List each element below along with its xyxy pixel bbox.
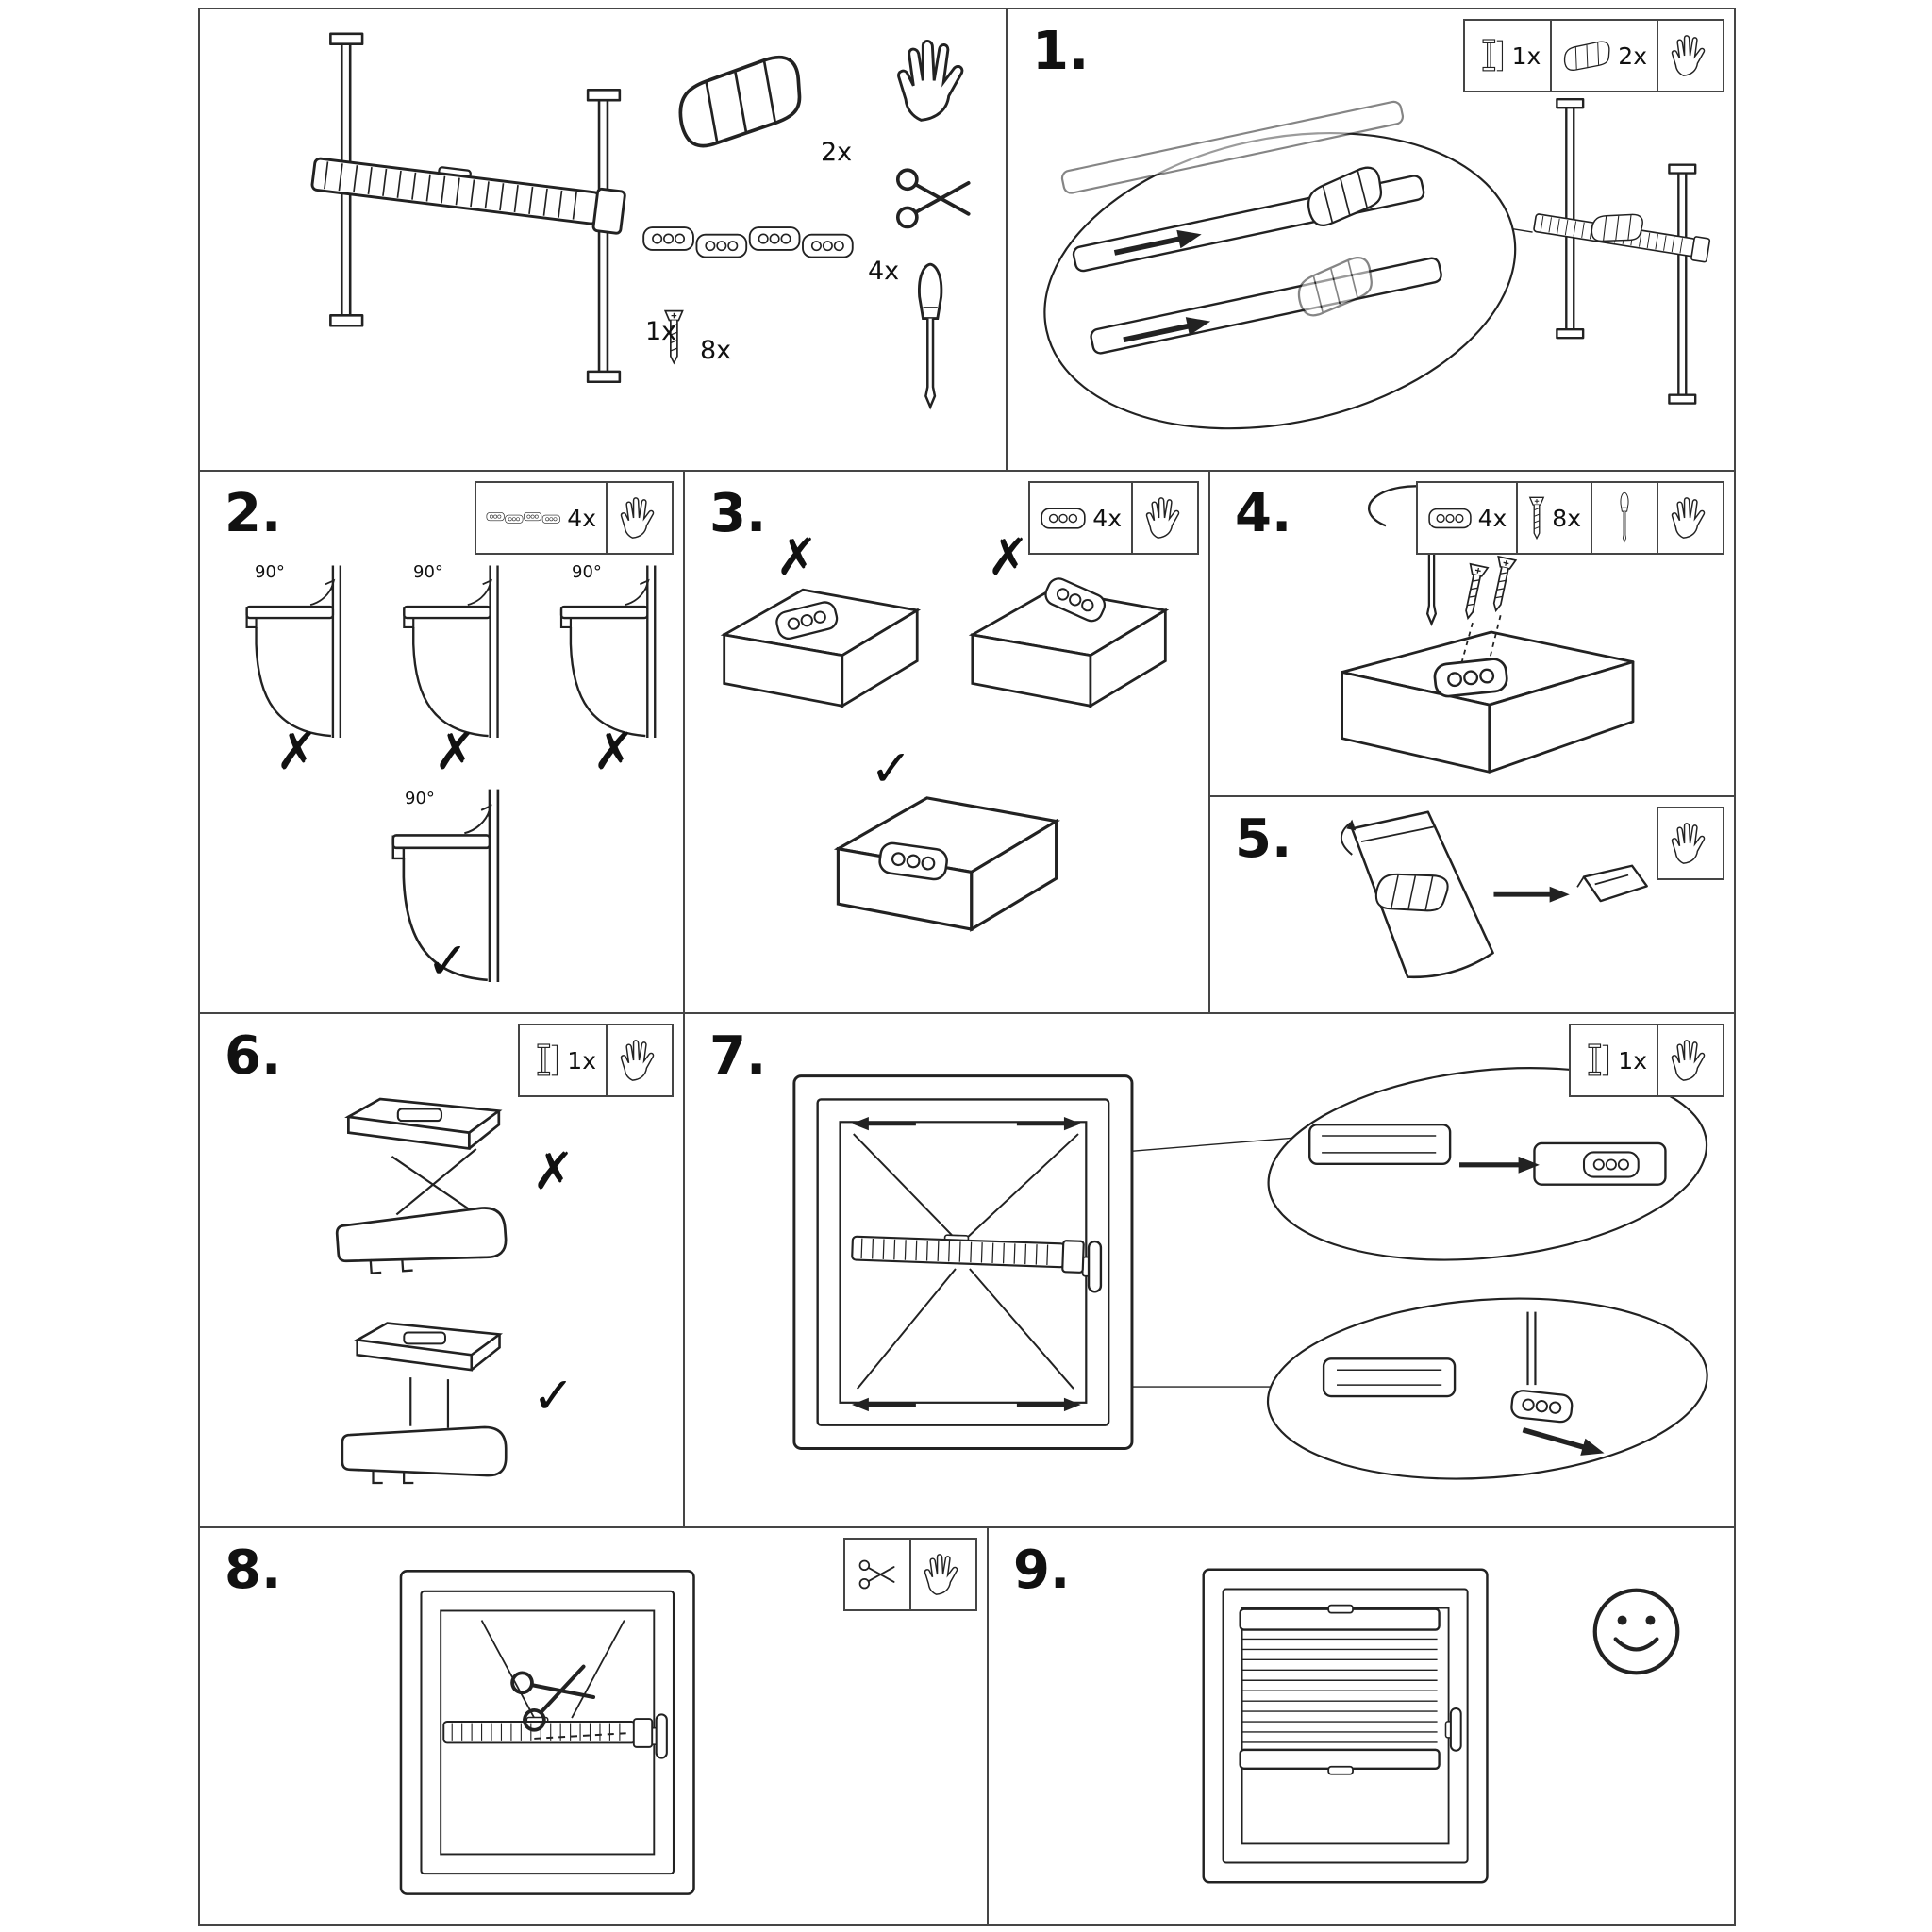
wrong-mark: ✗ xyxy=(275,722,319,781)
angle-label: 90° xyxy=(255,562,285,582)
step-8-toolbox xyxy=(843,1538,977,1611)
step-4-illustration xyxy=(1341,485,1635,774)
qty-label: 1x xyxy=(1511,42,1541,70)
step-6-toolbox: 1x xyxy=(518,1024,674,1097)
step-number: 9. xyxy=(1013,1540,1071,1601)
wrong-mark: ✗ xyxy=(434,722,477,781)
bracket-icon xyxy=(1040,504,1087,532)
step-number: 6. xyxy=(225,1025,282,1087)
step-number: 8. xyxy=(225,1540,282,1601)
step-8-illustration xyxy=(399,1570,695,1895)
toolbox-item-bracket: 4x xyxy=(1415,481,1519,555)
toolbox-item-blind: 1x xyxy=(1569,1024,1658,1097)
blind-qty-label: 1x xyxy=(645,317,677,346)
blind-icon xyxy=(529,1037,561,1084)
step-5-panel: 5. xyxy=(1208,795,1736,1014)
step-4-toolbox: 4x 8x xyxy=(1415,481,1724,555)
qty-label: 1x xyxy=(1618,1046,1647,1074)
toolbox-item-hand xyxy=(1657,807,1724,880)
toolbox-item-screw: 8x xyxy=(1516,481,1592,555)
toolbox-item-hand xyxy=(1131,481,1199,555)
toolbox-item-bracket: 4x xyxy=(1028,481,1133,555)
step-3-toolbox: 4x xyxy=(1028,481,1199,555)
screwdriver-icon xyxy=(1614,491,1635,544)
step-2-panel: 2. 4x 90° 90° 90° 90° ✗ ✗ ✗ ✓ xyxy=(198,470,685,1014)
clip-qty-label: 2x xyxy=(821,138,853,167)
bracket-qty-label: 4x xyxy=(868,257,900,286)
angle-label: 90° xyxy=(413,562,443,582)
step-9-panel: 9. xyxy=(987,1526,1736,1926)
step-1-panel: 1. 1x 2x xyxy=(1006,8,1736,472)
toolbox-item-blind: 1x xyxy=(1462,19,1553,92)
hand-icon xyxy=(1669,34,1712,77)
toolbox-item-hand xyxy=(606,481,674,555)
blind-icon xyxy=(1474,32,1507,79)
hand-icon xyxy=(1143,496,1187,540)
correct-mark: ✓ xyxy=(532,1366,575,1425)
step-number: 7. xyxy=(709,1025,767,1087)
bracket-icon xyxy=(1427,505,1473,531)
step-8-panel: 8. xyxy=(198,1526,989,1926)
wrong-mark: ✗ xyxy=(532,1141,575,1201)
angle-label: 90° xyxy=(572,562,602,582)
toolbox-item-scissors xyxy=(843,1538,911,1611)
step-number: 3. xyxy=(709,483,767,544)
step-number: 4. xyxy=(1235,483,1292,544)
smiley-icon xyxy=(1595,1591,1678,1674)
toolbox-item-hand xyxy=(1657,1024,1724,1097)
step-7-panel: 7. 1x xyxy=(683,1012,1736,1528)
hand-icon xyxy=(1669,1039,1712,1082)
hand-icon xyxy=(922,1553,965,1596)
step-number: 1. xyxy=(1032,21,1090,82)
wrong-mark: ✗ xyxy=(775,527,819,587)
angle-label: 90° xyxy=(405,789,435,808)
hand-icon xyxy=(1669,496,1712,540)
toolbox-item-brackets: 4x xyxy=(475,481,608,555)
hand-icon xyxy=(1669,822,1712,865)
parts-overview-illustration xyxy=(309,32,971,408)
qty-label: 2x xyxy=(1618,42,1647,70)
step-7-toolbox: 1x xyxy=(1569,1024,1724,1097)
step-4-panel: 4. 4x 8x xyxy=(1208,470,1736,797)
wrong-mark: ✗ xyxy=(592,722,636,781)
clip-icon xyxy=(1561,37,1612,75)
step-1-illustration xyxy=(1043,98,1711,430)
bracket-strip-icon xyxy=(486,506,561,530)
scissors-icon xyxy=(857,1554,898,1595)
step-number: 2. xyxy=(225,483,282,544)
step-number: 5. xyxy=(1235,808,1292,870)
step-5-illustration xyxy=(1340,810,1648,979)
step-9-illustration xyxy=(1202,1568,1734,1884)
hand-icon xyxy=(618,1039,661,1082)
step-3-panel: 3. 4x ✗ ✗ ✓ xyxy=(683,470,1210,1014)
step-7-illustration xyxy=(792,1067,1708,1480)
step-2-toolbox: 4x xyxy=(475,481,674,555)
qty-label: 1x xyxy=(567,1046,596,1074)
correct-mark: ✓ xyxy=(426,931,470,991)
blind-icon xyxy=(1580,1037,1612,1084)
correct-mark: ✓ xyxy=(870,739,913,798)
screw-icon xyxy=(1527,494,1546,541)
qty-label: 8x xyxy=(1552,504,1581,532)
step-5-toolbox xyxy=(1657,807,1724,880)
toolbox-item-clip: 2x xyxy=(1550,19,1658,92)
toolbox-item-hand xyxy=(1657,481,1724,555)
wrong-mark: ✗ xyxy=(987,527,1030,587)
toolbox-item-hand xyxy=(1657,19,1724,92)
step-6-panel: 6. 1x ✗ ✓ xyxy=(198,1012,685,1528)
toolbox-item-screwdriver xyxy=(1591,481,1658,555)
toolbox-item-hand xyxy=(606,1024,674,1097)
screw-qty-label: 8x xyxy=(700,336,732,365)
toolbox-item-hand xyxy=(909,1538,977,1611)
step-1-toolbox: 1x 2x xyxy=(1462,19,1724,92)
parts-overview-panel: 1x 2x 4x 8x xyxy=(198,8,1008,472)
hand-icon xyxy=(618,496,661,540)
qty-label: 4x xyxy=(567,504,596,532)
toolbox-item-blind: 1x xyxy=(518,1024,608,1097)
step-6-illustration xyxy=(334,1097,509,1485)
qty-label: 4x xyxy=(1477,504,1507,532)
qty-label: 4x xyxy=(1092,504,1122,532)
